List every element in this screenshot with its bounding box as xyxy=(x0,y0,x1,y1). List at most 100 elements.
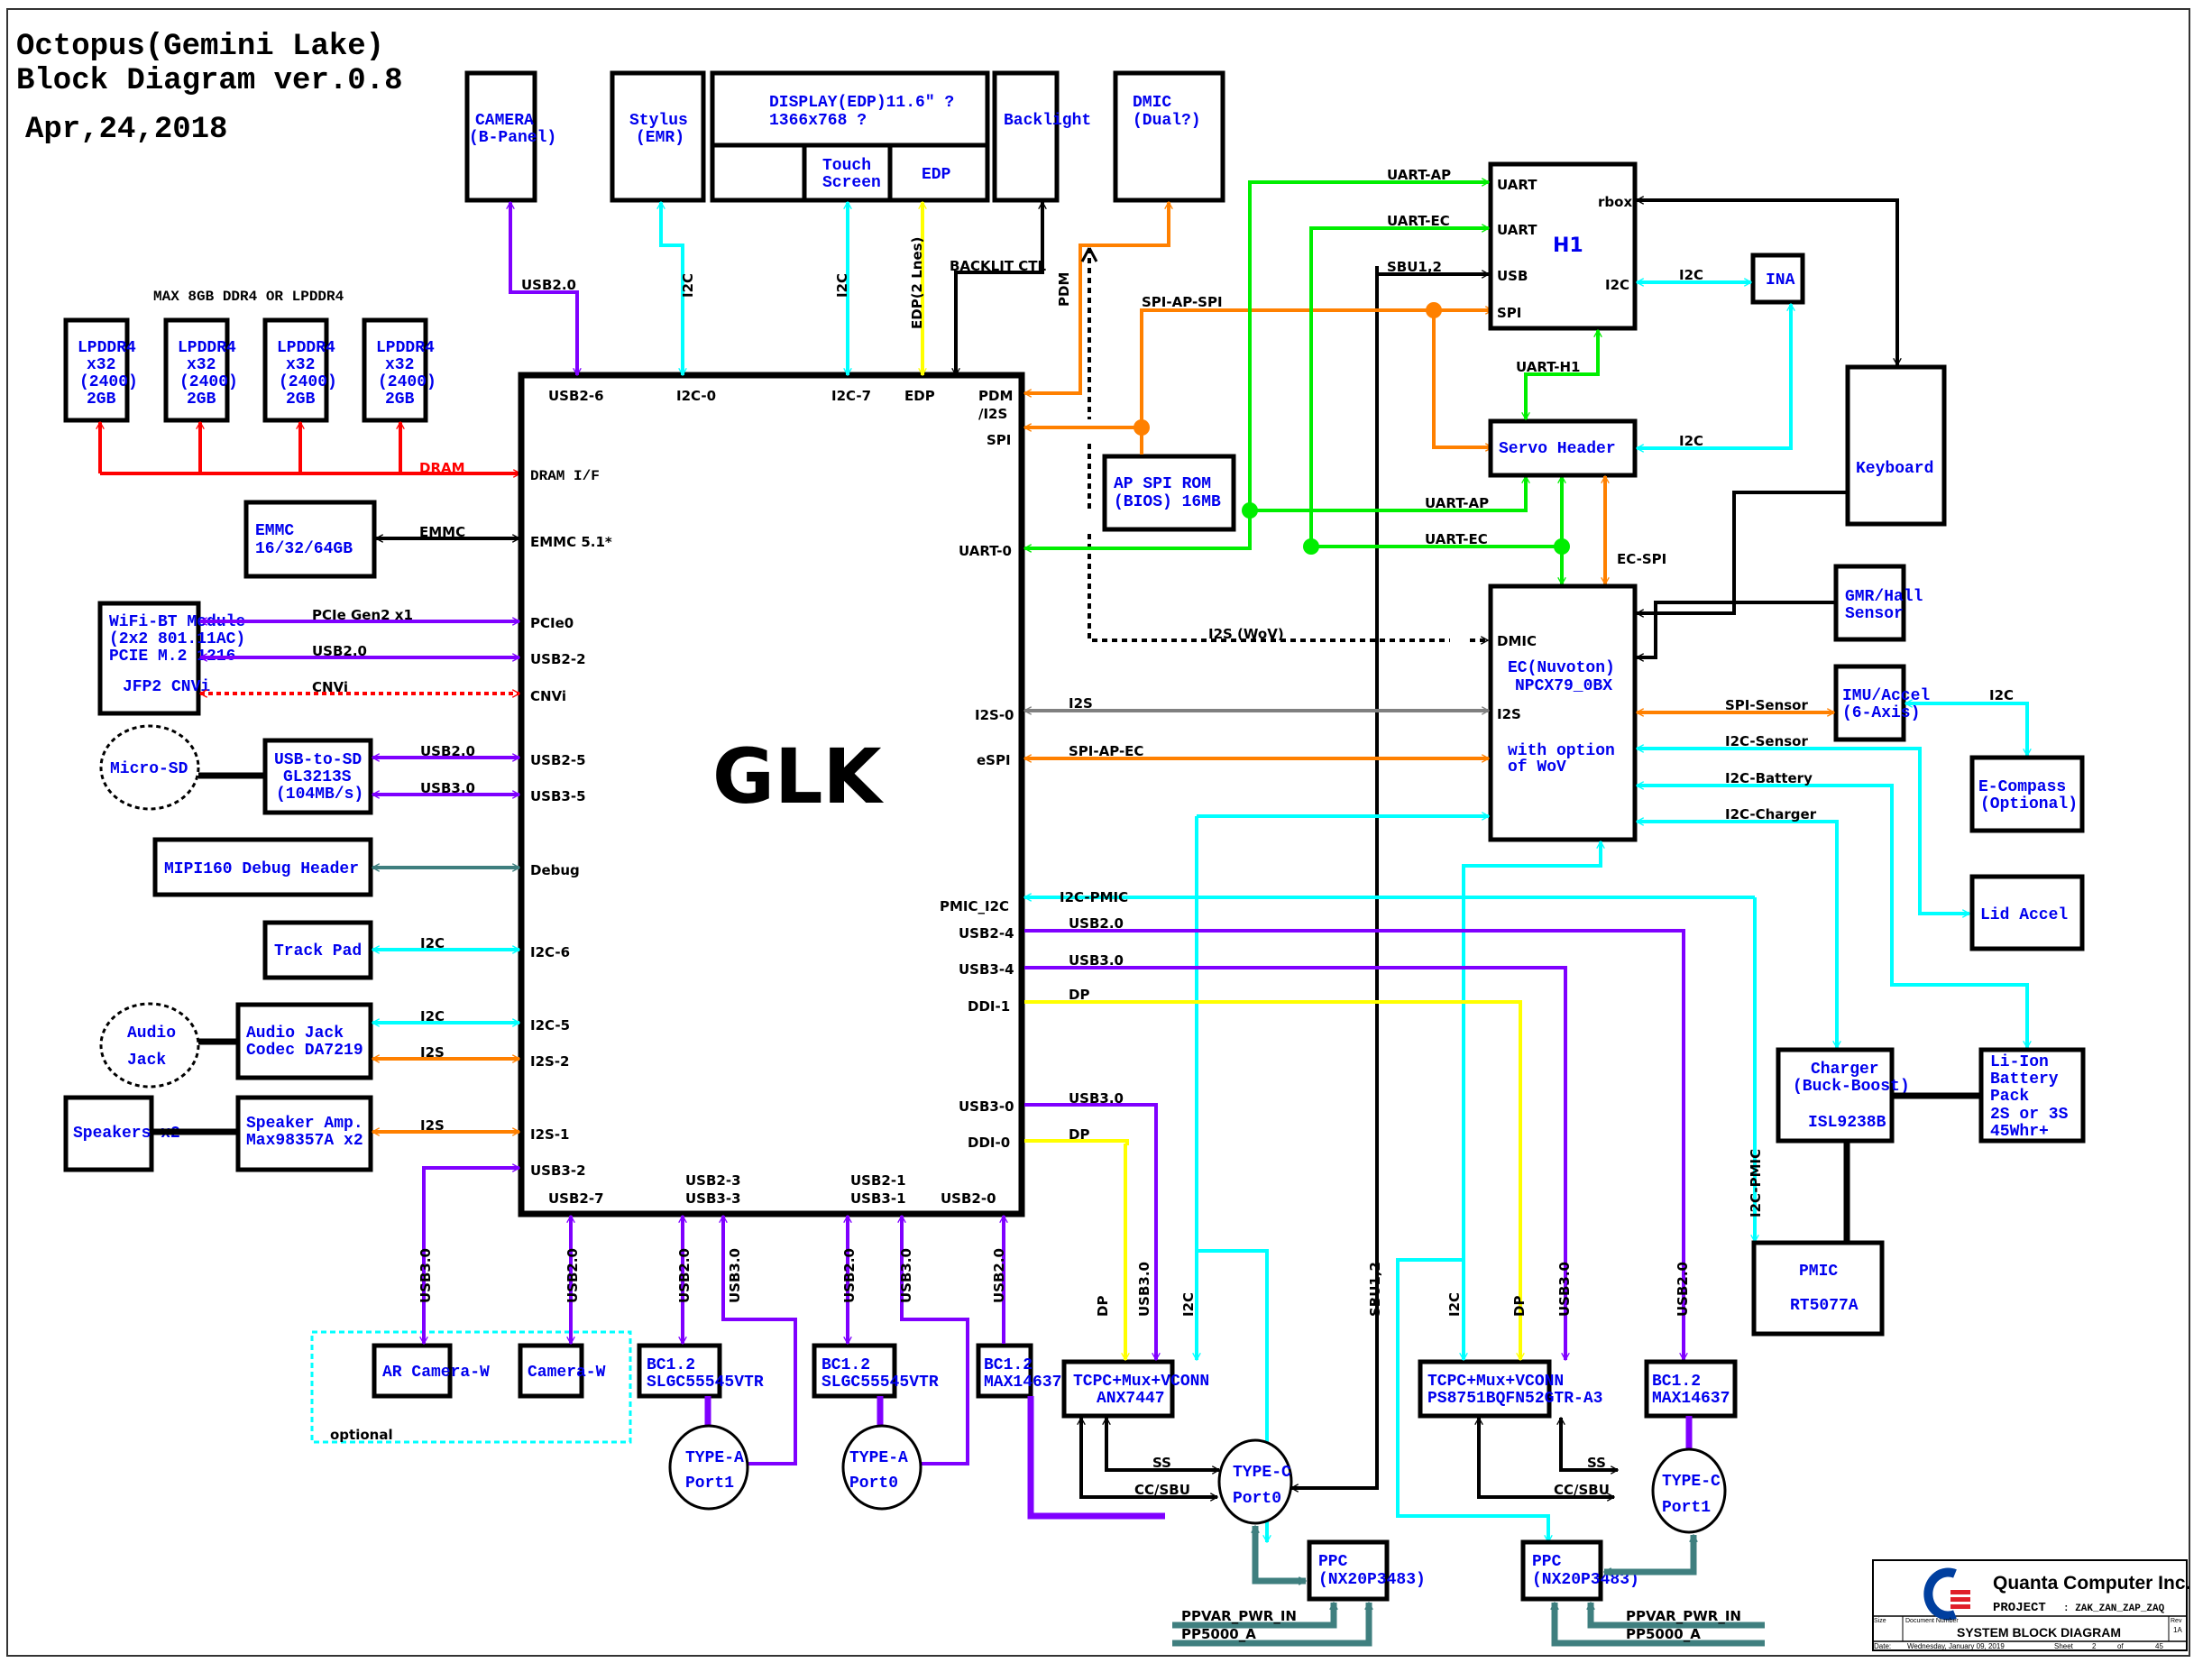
type-a-port1: TYPE-A Port1 xyxy=(668,1424,749,1511)
signal-label: Debug xyxy=(530,862,580,878)
signal-label: 2GB xyxy=(87,390,116,409)
soc-glk: GLK USB2-6 I2C-0 I2C-7 EDP PDM /I2S SPI … xyxy=(518,372,1025,1217)
signal-label: Size xyxy=(1874,1618,1886,1624)
typec0-dp-link xyxy=(1125,1144,1127,1360)
bc12-max14637-port0: BC1.2 MAX14637 xyxy=(976,1343,1061,1399)
signal-label: I2C-0 xyxy=(676,388,716,404)
signal-label: I2C-PMIC xyxy=(1748,1149,1764,1217)
typec1-dp-link xyxy=(1024,1000,1520,1360)
track-pad: Track Pad xyxy=(262,920,373,980)
diagram-shape xyxy=(1061,1359,1175,1419)
signal-label: USB2.0 xyxy=(841,1248,858,1303)
rbox-keyboard-link xyxy=(1637,200,1897,365)
diagram-shape xyxy=(99,724,200,811)
signal-label: DDI-0 xyxy=(968,1135,1010,1151)
signal-label: H1 xyxy=(1553,234,1583,257)
e-compass: E-Compass (Optional) xyxy=(1969,755,2085,833)
diagram-shape xyxy=(841,1424,922,1511)
typea0-usb3-link xyxy=(902,1216,969,1465)
signal-label: Date: xyxy=(1874,1642,1891,1650)
diagram-shape xyxy=(1950,1597,1970,1602)
diagram-shape xyxy=(262,317,329,423)
signal-label: (2400) xyxy=(179,373,238,391)
signal-label: USB3.0 xyxy=(1556,1262,1573,1317)
type-c-port1: TYPE-C Port1 xyxy=(1651,1447,1727,1534)
ar-camera-usb3-link xyxy=(424,1168,519,1344)
diagram-shape xyxy=(97,601,201,716)
audio-codec-da7219: Audio Jack Codec DA7219 xyxy=(235,1002,373,1080)
diagram-shape xyxy=(99,1002,200,1089)
wifi-bt-module: WiFi-BT Module (2x2 801.11AC) PCIE M.2 1… xyxy=(97,601,245,716)
diagram-shape xyxy=(1217,1438,1293,1525)
signal-label: USB3.0 xyxy=(420,780,475,796)
signal-label: USB2-3 xyxy=(685,1172,741,1189)
diagram-shape xyxy=(1833,564,1906,642)
signal-label: Document Number xyxy=(1905,1618,1959,1624)
signal-label: INA xyxy=(1766,271,1795,289)
signal-label: BC1.2 xyxy=(821,1356,870,1374)
signal-label: of xyxy=(2117,1642,2124,1650)
signal-label: DP xyxy=(1095,1296,1111,1317)
touch-screen-label: Touch xyxy=(822,157,871,175)
signal-label: (2400) xyxy=(279,373,337,391)
signal-label: Codec DA7219 xyxy=(246,1042,363,1060)
edp-label: EDP xyxy=(922,166,951,184)
signal-label: Sensor xyxy=(1845,605,1904,623)
signal-label: PMIC_I2C xyxy=(940,898,1009,914)
signal-label: Pack xyxy=(1990,1088,2029,1106)
diagram-shape xyxy=(992,70,1060,203)
tcpc-ps8751: TCPC+Mux+VCONN PS8751BQFN52GTR-A3 xyxy=(1418,1359,1602,1419)
signal-label: TCPC+Mux+VCONN xyxy=(1427,1373,1564,1391)
gmr-ec-link xyxy=(1637,601,1836,657)
optional-label: optional xyxy=(330,1427,393,1443)
signal-label: (Dual?) xyxy=(1133,112,1201,130)
ppvar-pwr-in-0 xyxy=(1172,1603,1334,1629)
diagram-shape xyxy=(1488,418,1638,478)
signal-label: SS xyxy=(1587,1455,1606,1471)
signal-label: I2C xyxy=(1679,267,1703,283)
signal-label: I2C-7 xyxy=(831,388,871,404)
stylus-emr: Stylus (EMR) xyxy=(610,70,706,203)
title-block: Quanta Computer Inc. PROJECT : ZAK_ZAN_Z… xyxy=(1872,1559,2190,1651)
signal-label: ANX7447 xyxy=(1097,1390,1165,1408)
signal-label: I2S xyxy=(420,1117,445,1134)
diagram-shape xyxy=(1872,1559,2188,1651)
signal-label: Track Pad xyxy=(274,942,362,960)
signal-label: DP xyxy=(1069,987,1089,1003)
camera-usb-label: USB2.0 xyxy=(521,277,576,293)
type-a-port0: TYPE-A Port0 xyxy=(841,1424,922,1511)
usb-to-sd-bridge: USB-to-SD GL3213S (104MB/s) xyxy=(262,738,373,815)
emmc-block: EMMC 16/32/64GB xyxy=(243,500,377,579)
signal-label: EC(Nuvoton) xyxy=(1508,659,1615,677)
signal-label: CNVi xyxy=(312,679,348,695)
signal-label: x32 xyxy=(385,356,414,374)
bc12-slgc-2: BC1.2 SLGC55545VTR xyxy=(812,1343,939,1399)
signal-label: I2C xyxy=(1446,1292,1463,1317)
signal-label: Screen xyxy=(822,174,881,192)
signal-label: USB2.0 xyxy=(1069,915,1124,932)
spi-ap-spi-link xyxy=(1140,310,1492,427)
signal-label: PPVAR_PWR_IN xyxy=(1626,1608,1741,1624)
connection-line xyxy=(1923,1567,1957,1621)
signal-label: Rev xyxy=(2171,1618,2182,1624)
pp5000-1 xyxy=(1555,1603,1765,1647)
stylus-i2c-label: I2C xyxy=(680,273,696,298)
signal-label: GMR/Hall xyxy=(1845,588,1923,606)
signal-label: USB3-3 xyxy=(685,1190,741,1207)
signal-label: CC/SBU xyxy=(1134,1482,1190,1498)
diagram-shape xyxy=(243,500,377,579)
signal-label: MAX14637 xyxy=(1652,1390,1730,1408)
signal-label: DISPLAY(EDP)11.6" ? xyxy=(769,94,954,112)
junction-dot xyxy=(1134,419,1150,436)
typec1-ccsbu-link xyxy=(1479,1418,1614,1497)
signal-label: USB2.0 xyxy=(564,1248,581,1303)
sheet-frame xyxy=(6,8,2190,1657)
i2c-charger-link xyxy=(1637,822,1837,1048)
backlight-block: Backlight xyxy=(992,70,1091,203)
signal-label: PPC xyxy=(1318,1553,1348,1571)
ppvar-pwr-in-1 xyxy=(1591,1603,1765,1629)
gmr-hall-sensor: GMR/Hall Sensor xyxy=(1833,564,1923,642)
signal-label: USB3.0 xyxy=(727,1248,743,1303)
